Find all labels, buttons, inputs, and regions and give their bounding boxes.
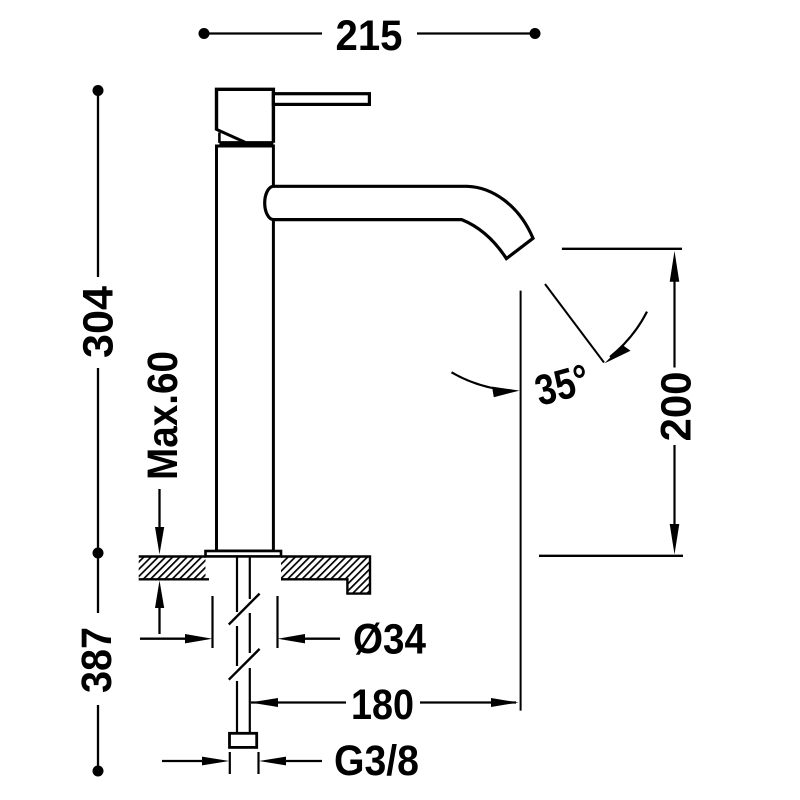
svg-text:387: 387	[73, 627, 121, 693]
svg-text:Max.60: Max.60	[139, 351, 187, 480]
svg-text:200: 200	[653, 372, 701, 442]
svg-text:Ø34: Ø34	[353, 616, 426, 664]
svg-text:215: 215	[336, 12, 403, 60]
svg-text:304: 304	[75, 286, 123, 358]
svg-text:180: 180	[351, 681, 414, 729]
svg-text:G3/8: G3/8	[334, 737, 419, 785]
